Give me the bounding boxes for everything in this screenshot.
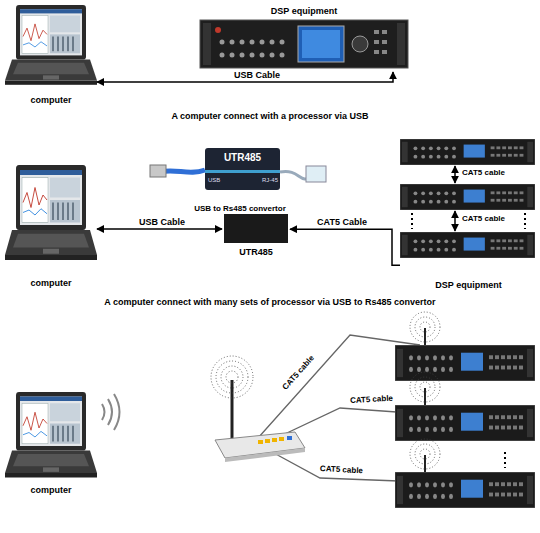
router	[211, 356, 305, 462]
connector	[290, 229, 400, 265]
dsp-equipment-node: DSP equipment	[198, 4, 410, 72]
laptop	[5, 165, 97, 260]
converter-box	[224, 214, 288, 243]
node-text: RJ-45	[248, 177, 278, 184]
converter-photo	[150, 148, 326, 190]
dsp-units	[395, 312, 535, 508]
edge-label: CAT5 Cable	[302, 217, 382, 227]
node-text: computer	[5, 485, 97, 495]
cable-label: CAT5 cable	[350, 392, 420, 405]
dsp-unit-stack	[400, 139, 535, 258]
converter-node: UTR485USB RJ-45USB to Rs485 convertor	[150, 140, 330, 216]
node-text: DSP equipment	[198, 6, 410, 16]
node-text: UTR485	[222, 247, 290, 257]
node-text: USB to Rs485 convertor	[150, 204, 330, 213]
node-text: USB	[208, 177, 238, 184]
computer-node: computer	[5, 385, 97, 497]
wifi-waves	[102, 394, 120, 430]
node-text: DSP equipment	[400, 280, 537, 290]
node-text: computer	[5, 278, 97, 288]
edge-label: USB Cable	[122, 217, 202, 227]
computer-node: computer	[5, 158, 97, 292]
cable-label: CAT5 cable	[462, 214, 532, 223]
edge-label: USB Cable	[222, 70, 292, 80]
connector	[97, 228, 222, 230]
computer-node: computer	[5, 5, 97, 107]
cable-label: CAT5 cable	[320, 464, 390, 477]
caption: A computer connect with many sets of pro…	[0, 297, 540, 307]
node-text: computer	[5, 95, 97, 105]
node-text: UTR485	[205, 152, 280, 164]
dsp-unit	[200, 20, 408, 68]
caption: A computer connect with a processor via …	[0, 111, 540, 121]
cable-label: CAT5 cable	[462, 168, 532, 177]
laptop	[5, 5, 97, 85]
utr485-node: UTR485	[222, 214, 290, 260]
laptop	[5, 392, 97, 478]
